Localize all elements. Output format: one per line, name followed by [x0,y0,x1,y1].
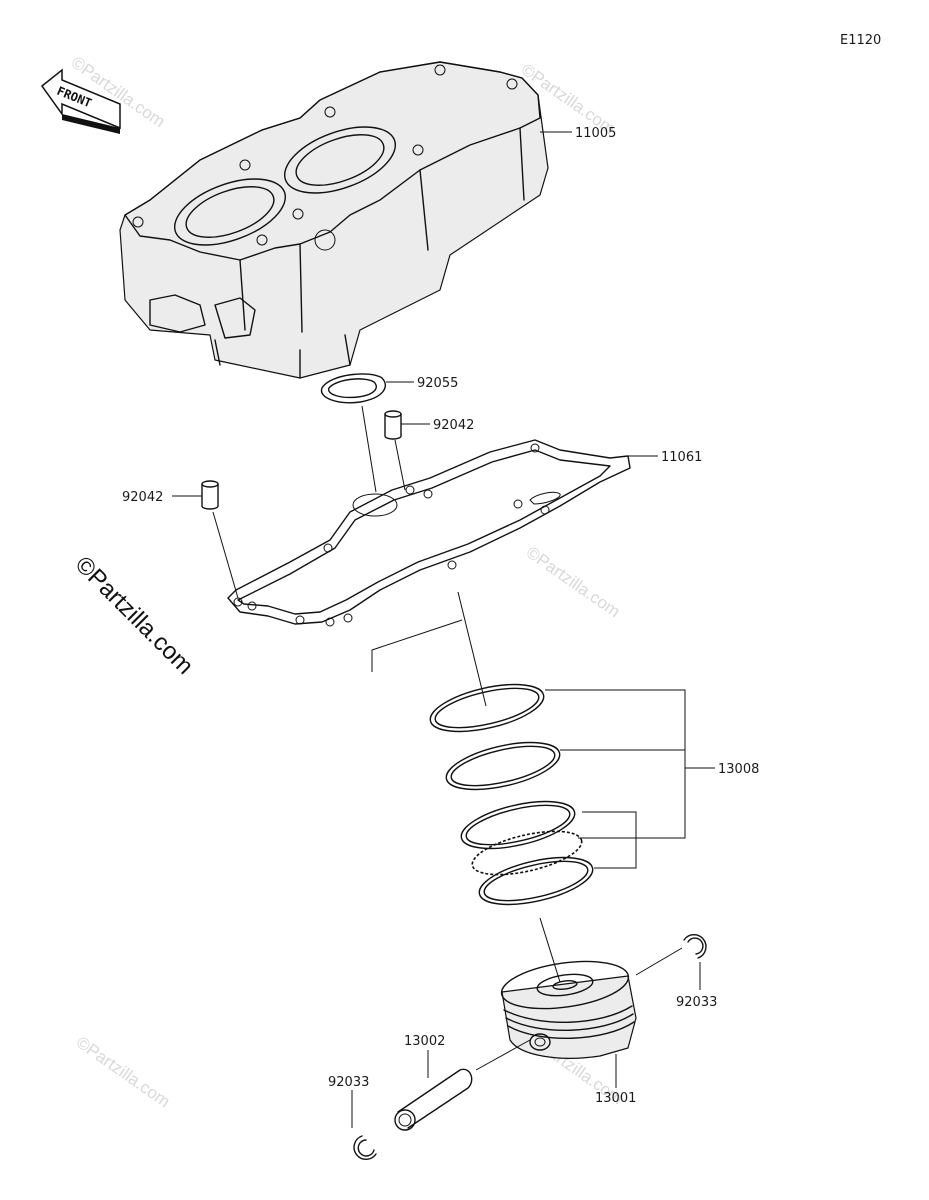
leader-circlip-right-axis [635,947,683,976]
part-number-92033-right: 92033 [676,995,717,1010]
watermark-bottom-left: ©Partzilla.com [73,1033,174,1112]
leader-oring-to-gasket [361,405,377,493]
leader-axis-bottom [539,917,561,983]
top-ring [429,683,545,733]
part-number-13002: 13002 [404,1034,445,1049]
piston-pin [394,1068,473,1131]
part-number-11005: 11005 [575,126,616,141]
oil-ring-rail-upper [460,800,576,850]
piston [500,960,637,1059]
circlip-right [683,934,707,959]
ring-bracket-outer [545,689,686,839]
watermark-mid-right: ©Partzilla.com [523,543,624,622]
part-number-13001: 13001 [595,1091,636,1106]
dowel-pin-right [384,410,402,440]
part-number-92033-left: 92033 [328,1075,369,1090]
leader-dowel-to-gasket [394,439,406,491]
part-number-11061: 11061 [661,450,702,465]
oil-ring-rail-lower [478,856,594,906]
cylinder-block [119,61,549,379]
part-number-13008: 13008 [718,762,759,777]
part-number-92055: 92055 [417,376,458,391]
oring-gasket [320,373,387,404]
leader-dowel-left-to-gasket [212,511,239,599]
second-ring [445,741,561,791]
piston-ring-set [429,683,594,906]
circlip-left [353,1135,377,1160]
leader-pin-axis [475,1039,531,1071]
cylinder-base-gasket [227,439,631,627]
part-number-92042-left: 92042 [122,490,163,505]
dowel-pin-left [201,480,219,510]
alignment-bracket [371,619,463,672]
diagram-code: E1120 [840,33,881,48]
oil-ring-expander [471,830,583,876]
leader-axis-top [457,591,487,707]
ring-bracket-oil [582,811,637,869]
part-number-92042-right: 92042 [433,418,474,433]
watermark-main: ©Partzilla.com [70,551,199,680]
